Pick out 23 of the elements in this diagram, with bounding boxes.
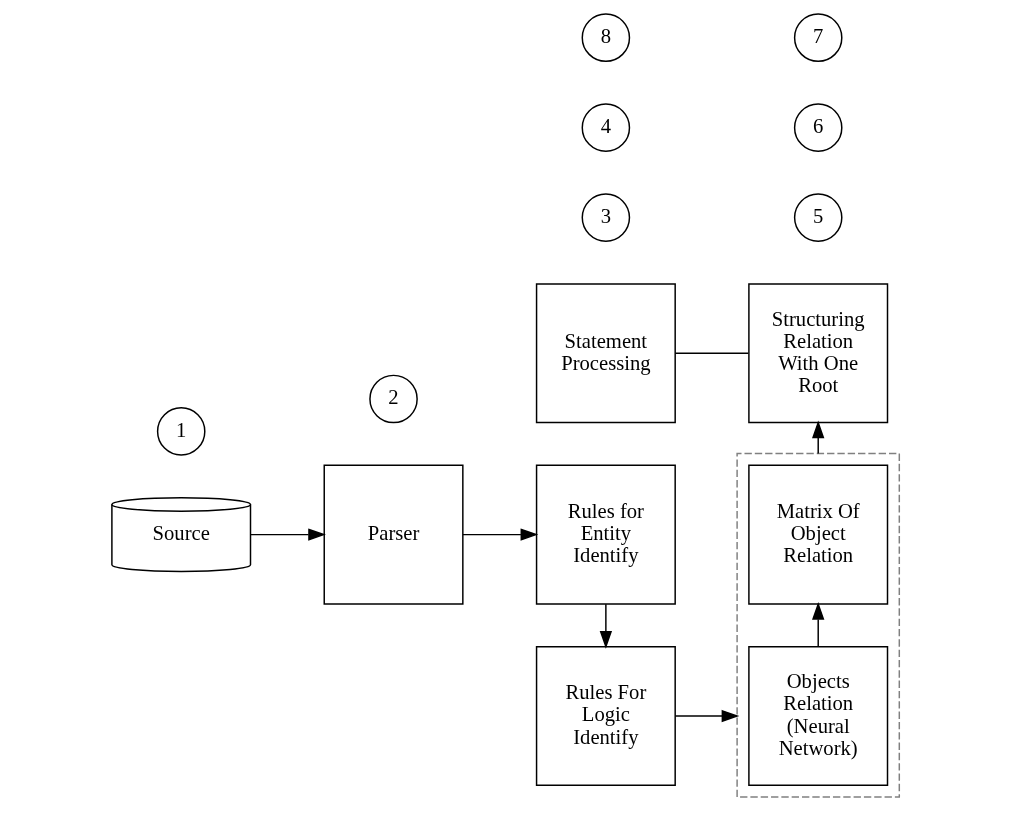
node-box: Matrix Of Object Relation: [748, 464, 889, 605]
node-circle: 7: [793, 13, 843, 63]
arrow: [812, 601, 825, 648]
node-box: Rules For Logic Identify: [535, 645, 676, 787]
node-circle: 6: [793, 103, 843, 152]
node-circle: 2: [369, 374, 418, 424]
node-circle: 1: [156, 407, 206, 456]
node-circle: 4: [581, 103, 631, 152]
cluster: [736, 452, 901, 798]
node-circle: 3: [581, 193, 631, 242]
node-circle: 5: [793, 193, 843, 242]
arrow: [674, 709, 740, 723]
arrow: [462, 528, 539, 541]
arrow: [599, 603, 613, 649]
node-circle: 8: [581, 13, 631, 63]
arrow: [812, 420, 825, 455]
node-box: Statement Processing: [535, 283, 676, 424]
node-box: Parser: [323, 464, 464, 605]
node-box: Rules for Entity Identify: [535, 464, 676, 605]
node-box: Objects Relation (Neural Network): [748, 645, 889, 787]
arrow: [249, 528, 326, 541]
connector: [674, 352, 750, 354]
node-box: Structuring Relation With One Root: [748, 283, 889, 424]
